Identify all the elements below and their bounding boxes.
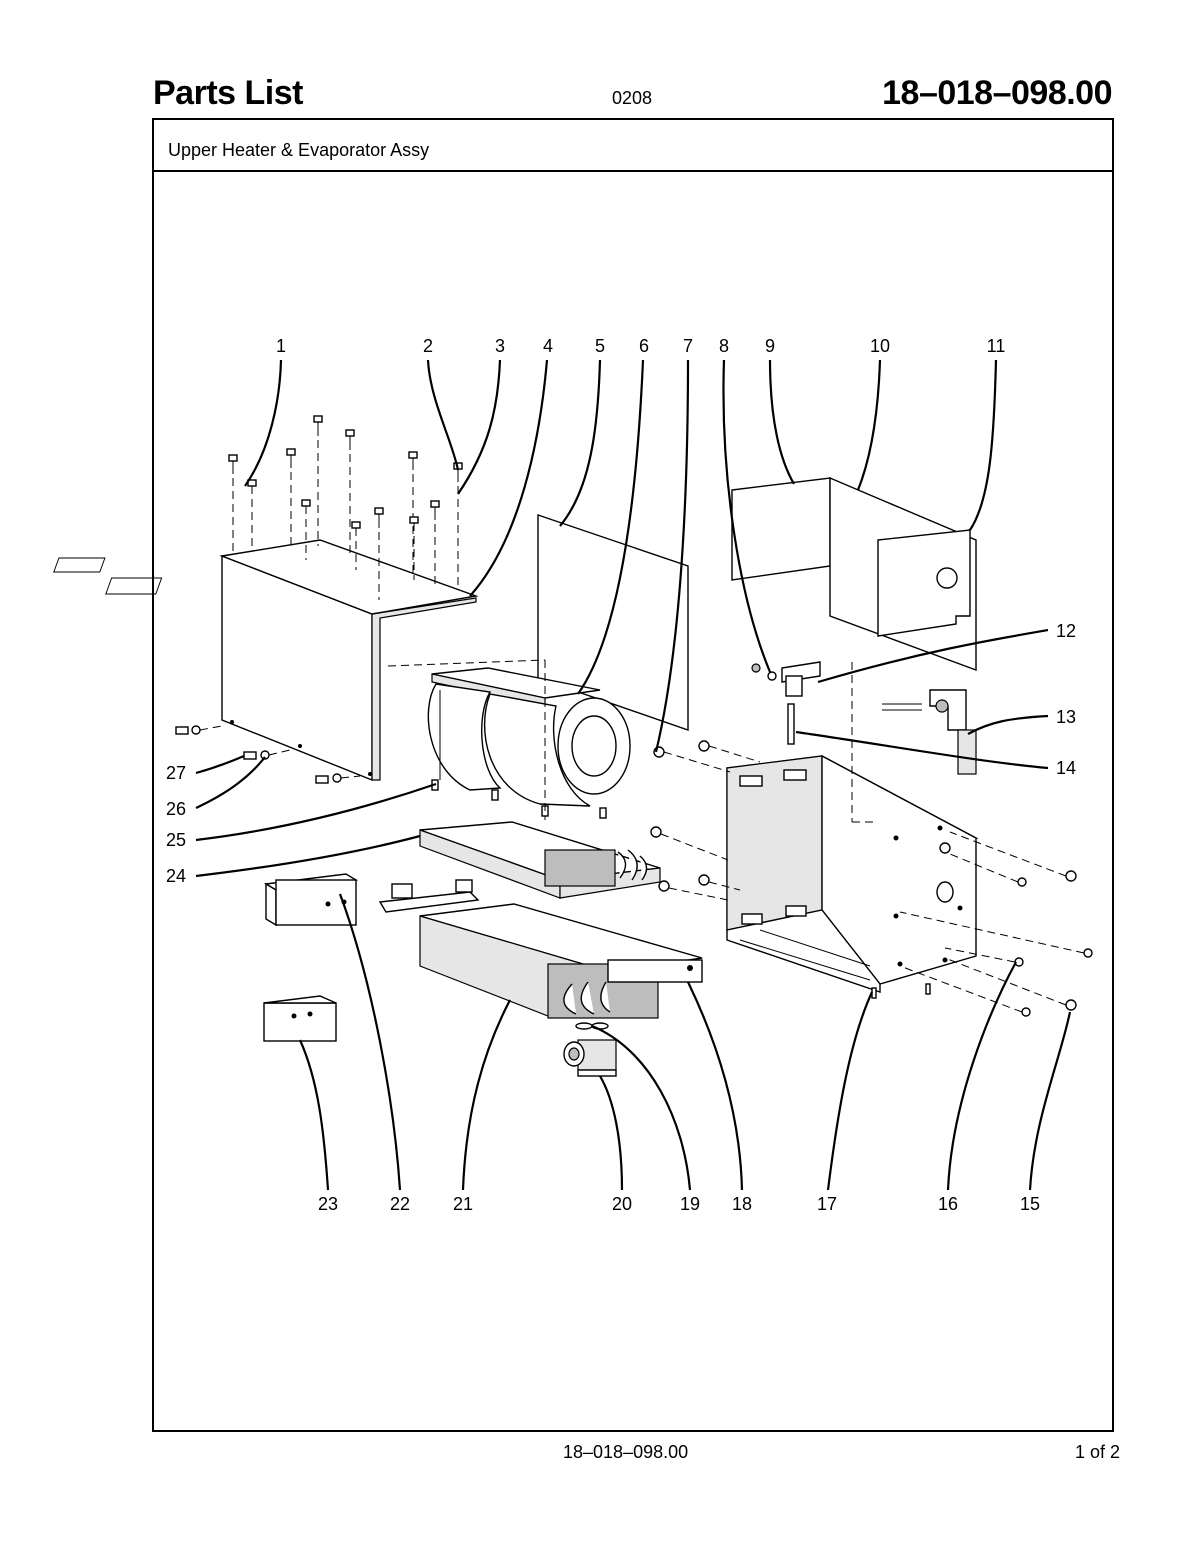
callout-23: 23 bbox=[318, 1194, 338, 1214]
leader-lines bbox=[195, 359, 1072, 1191]
callout-11: 11 bbox=[987, 336, 1006, 356]
callout-9: 9 bbox=[765, 336, 775, 356]
callout-7: 7 bbox=[683, 336, 693, 356]
callout-17: 17 bbox=[817, 1194, 837, 1214]
callout-12: 12 bbox=[1056, 621, 1076, 641]
callout-24: 24 bbox=[166, 866, 186, 886]
section-title: Upper Heater & Evaporator Assy bbox=[168, 140, 430, 160]
insulation-panels bbox=[731, 476, 977, 672]
callout-3: 3 bbox=[495, 336, 505, 356]
callout-8: 8 bbox=[719, 336, 729, 356]
upper-cover-box bbox=[53, 539, 479, 782]
callout-20: 20 bbox=[612, 1194, 632, 1214]
evaporator-housing bbox=[726, 662, 979, 999]
callout-13: 13 bbox=[1056, 707, 1076, 727]
thermostat-switch bbox=[751, 661, 821, 745]
callout-numbers: 1 2 3 4 5 6 7 8 9 10 11 12 13 14 15 16 1… bbox=[166, 336, 1076, 1214]
mounting-bracket bbox=[378, 879, 480, 913]
footer-document-number: 18–018–098.00 bbox=[563, 1442, 689, 1462]
revision-code: 0208 bbox=[612, 88, 653, 108]
gasket-panel bbox=[537, 514, 689, 731]
foam-block-23 bbox=[263, 995, 337, 1042]
callout-19: 19 bbox=[680, 1194, 700, 1214]
callout-16: 16 bbox=[938, 1194, 958, 1214]
callout-4: 4 bbox=[543, 336, 553, 356]
callout-2: 2 bbox=[423, 336, 433, 356]
sensor-bulb bbox=[882, 689, 977, 775]
callout-27: 27 bbox=[166, 763, 186, 783]
document-number: 18–018–098.00 bbox=[882, 74, 1112, 112]
callout-26: 26 bbox=[166, 799, 186, 819]
footer-page-number: 1 of 2 bbox=[1074, 1442, 1120, 1462]
callout-18: 18 bbox=[732, 1194, 752, 1214]
callout-21: 21 bbox=[453, 1194, 473, 1214]
callout-22: 22 bbox=[390, 1194, 410, 1214]
side-screws bbox=[175, 725, 361, 784]
housing-fastener-lines bbox=[650, 740, 1093, 1017]
callout-6: 6 bbox=[639, 336, 649, 356]
callout-14: 14 bbox=[1056, 758, 1076, 778]
evaporator-core bbox=[419, 903, 703, 1019]
page-title: Parts List bbox=[153, 74, 303, 112]
callout-15: 15 bbox=[1020, 1194, 1040, 1214]
section-title-bar: Upper Heater & Evaporator Assy bbox=[154, 120, 1112, 172]
drawing-frame: Upper Heater & Evaporator Assy bbox=[152, 118, 1114, 1432]
expansion-valve bbox=[563, 1022, 617, 1077]
callout-25: 25 bbox=[166, 830, 186, 850]
callout-1: 1 bbox=[276, 336, 286, 356]
callout-5: 5 bbox=[595, 336, 605, 356]
heater-core-tray bbox=[419, 821, 661, 899]
callout-10: 10 bbox=[870, 336, 890, 356]
